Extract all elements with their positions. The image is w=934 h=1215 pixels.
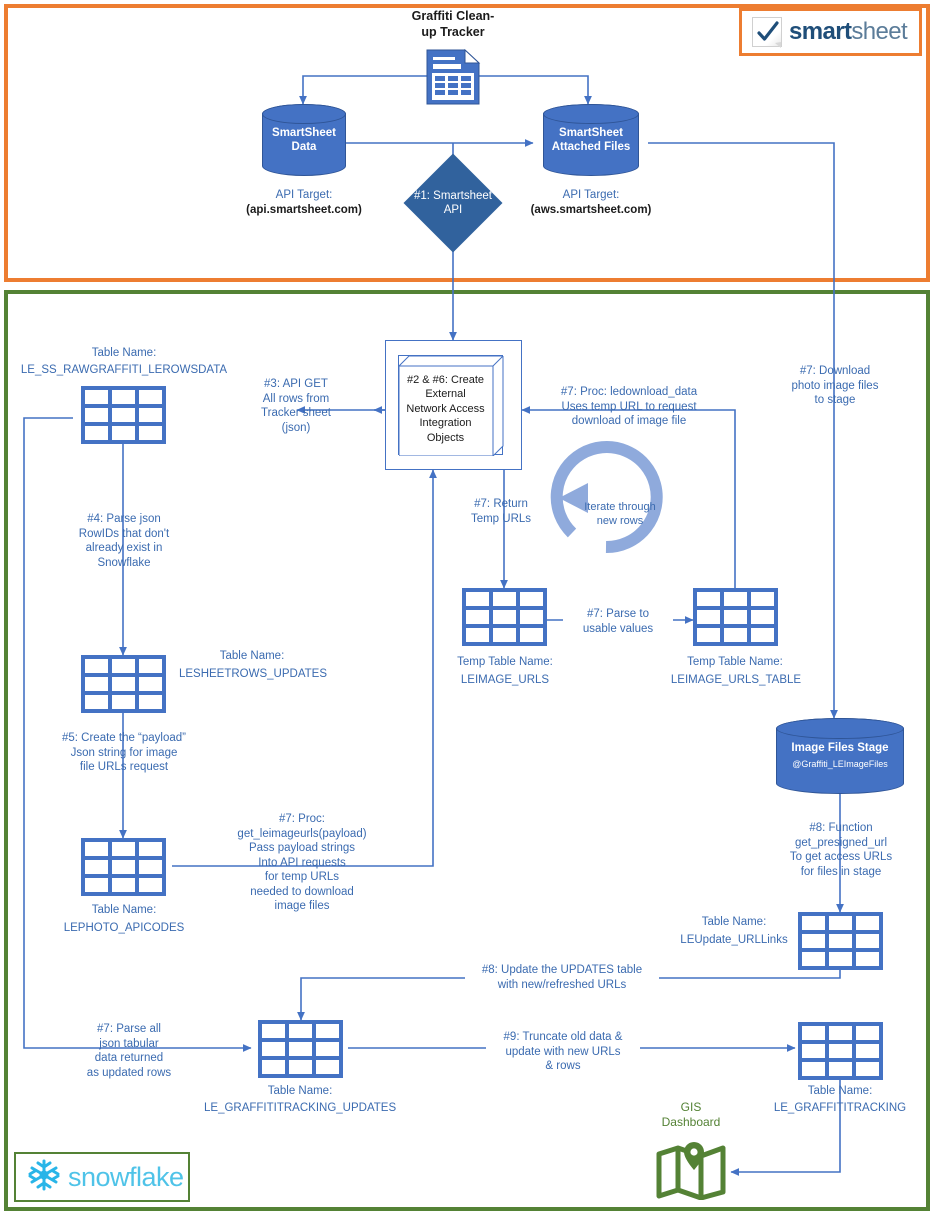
table-icon-rawgraffiti[interactable] (81, 386, 166, 444)
flow-label-step7-parse: #7: Parse to usable values (563, 607, 673, 636)
table-caption-leimage-urls-table: Temp Table Name: (687, 656, 783, 668)
image-files-stage-title: Image Files Stage (791, 742, 889, 754)
table-caption-sheetrows-updates: Table Name: (219, 650, 285, 662)
image-files-stage: Image Files Stage @Graffiti_LEImageFiles (776, 718, 904, 794)
table-name-photo-apicodes: LEPHOTO_APICODES (63, 922, 185, 934)
image-files-stage-subtitle: @Graffiti_LEImageFiles (792, 759, 888, 769)
api-target-left-value: (api.smartsheet.com) (246, 204, 362, 216)
table-icon-leimage-urls[interactable] (462, 588, 547, 646)
smartsheet-wordmark: smartsheet (789, 18, 908, 45)
table-icon-leupdate-urllinks[interactable] (798, 912, 883, 970)
smartsheet-logo: smartsheet (739, 8, 922, 56)
flow-label-step3: #3: API GET All rows from Tracker sheet … (261, 378, 331, 434)
flow-label-step9: #9: Truncate old data & update with new … (486, 1030, 640, 1074)
table-icon-photo-apicodes[interactable] (81, 838, 166, 896)
smartsheet-attached-files-database: SmartSheet Attached Files (543, 104, 639, 176)
api-target-left-label: API Target: (275, 189, 333, 201)
attached-files-line2: Attached Files (551, 141, 631, 153)
table-name-leimage-urls-table: LEIMAGE_URLS_TABLE (670, 674, 802, 686)
table-icon-sheetrows-updates[interactable] (81, 655, 166, 713)
flow-label-step5: #5: Create the “payload” Json string for… (61, 732, 187, 773)
smartsheet-word-bold: smart (789, 18, 852, 45)
table-name-leupdate-urllinks: LEUpdate_URLLinks (680, 934, 788, 946)
smartsheet-data-database: SmartSheet Data (262, 104, 346, 176)
tracker-title: Graffiti Clean- up Tracker (411, 9, 495, 39)
external-network-access-cube: #2 & #6: Create External Network Access … (398, 355, 504, 456)
flow-label-step7-proc-get: #7: Proc: get_leimageurls(payload) Pass … (237, 813, 367, 912)
checkmark-icon (752, 17, 782, 48)
flow-label-step7-parse-all: #7: Parse all json tabular data returned… (86, 1023, 172, 1079)
flow-label-step8-update: #8: Update the UPDATES table with new/re… (465, 963, 659, 992)
external-network-access-label: #2 & #6: Create External Network Access … (406, 373, 485, 444)
iterate-through-new-rows-label: Iterate through new rows (584, 501, 656, 527)
table-caption-leupdate-urllinks: Table Name: (701, 916, 767, 928)
table-caption-tracking-updates: Table Name: (267, 1085, 333, 1097)
flow-label-step8-function: #8: Function get_presigned_url To get ac… (789, 822, 893, 878)
smartsheet-panel (4, 4, 930, 282)
attached-files-line1: SmartSheet (559, 127, 623, 139)
table-name-tracking: LE_GRAFFITITRACKING (773, 1102, 907, 1114)
smartsheet-api-diamond-label: #1: Smartsheet API (414, 190, 492, 216)
table-icon-leimage-urls-table[interactable] (693, 588, 778, 646)
gis-map-icon[interactable] (655, 1142, 727, 1205)
table-name-rawgraffiti: LE_SS_RAWGRAFFITI_LEROWSDATA (20, 364, 228, 376)
table-name-sheetrows-updates: LESHEETROWS_UPDATES (178, 668, 328, 680)
flow-label-step7-download-proc: #7: Proc: ledownload_data Uses temp URL … (560, 386, 698, 427)
flow-label-step7-download-stage: #7: Download photo image files to stage (791, 365, 879, 406)
snowflake-icon (26, 1157, 62, 1198)
gis-dashboard-label: GIS Dashboard (661, 1100, 721, 1129)
tracker-spreadsheet-icon (425, 48, 481, 111)
table-icon-tracking-updates[interactable] (258, 1020, 343, 1078)
api-target-right-value: (aws.smartsheet.com) (530, 204, 652, 216)
table-icon-tracking[interactable] (798, 1022, 883, 1080)
smartsheet-data-line1: SmartSheet (272, 127, 336, 139)
flow-label-step7-return: #7: Return Temp URLs (470, 498, 532, 525)
table-name-leimage-urls: LEIMAGE_URLS (460, 674, 550, 686)
table-caption-rawgraffiti: Table Name: (91, 347, 157, 359)
flow-label-step4: #4: Parse json RowIDs that don't already… (78, 513, 170, 569)
table-caption-photo-apicodes: Table Name: (91, 904, 157, 916)
smartsheet-word-light: sheet (851, 18, 908, 45)
table-name-tracking-updates: LE_GRAFFITITRACKING_UPDATES (204, 1102, 397, 1114)
smartsheet-data-line2: Data (291, 141, 317, 153)
table-caption-leimage-urls: Temp Table Name: (457, 656, 553, 668)
snowflake-logo: snowflake (14, 1152, 190, 1202)
table-caption-tracking: Table Name: (807, 1085, 873, 1097)
snowflake-panel (4, 290, 930, 1211)
api-target-right-label: API Target: (562, 189, 620, 201)
snowflake-wordmark: snowflake (68, 1161, 184, 1192)
